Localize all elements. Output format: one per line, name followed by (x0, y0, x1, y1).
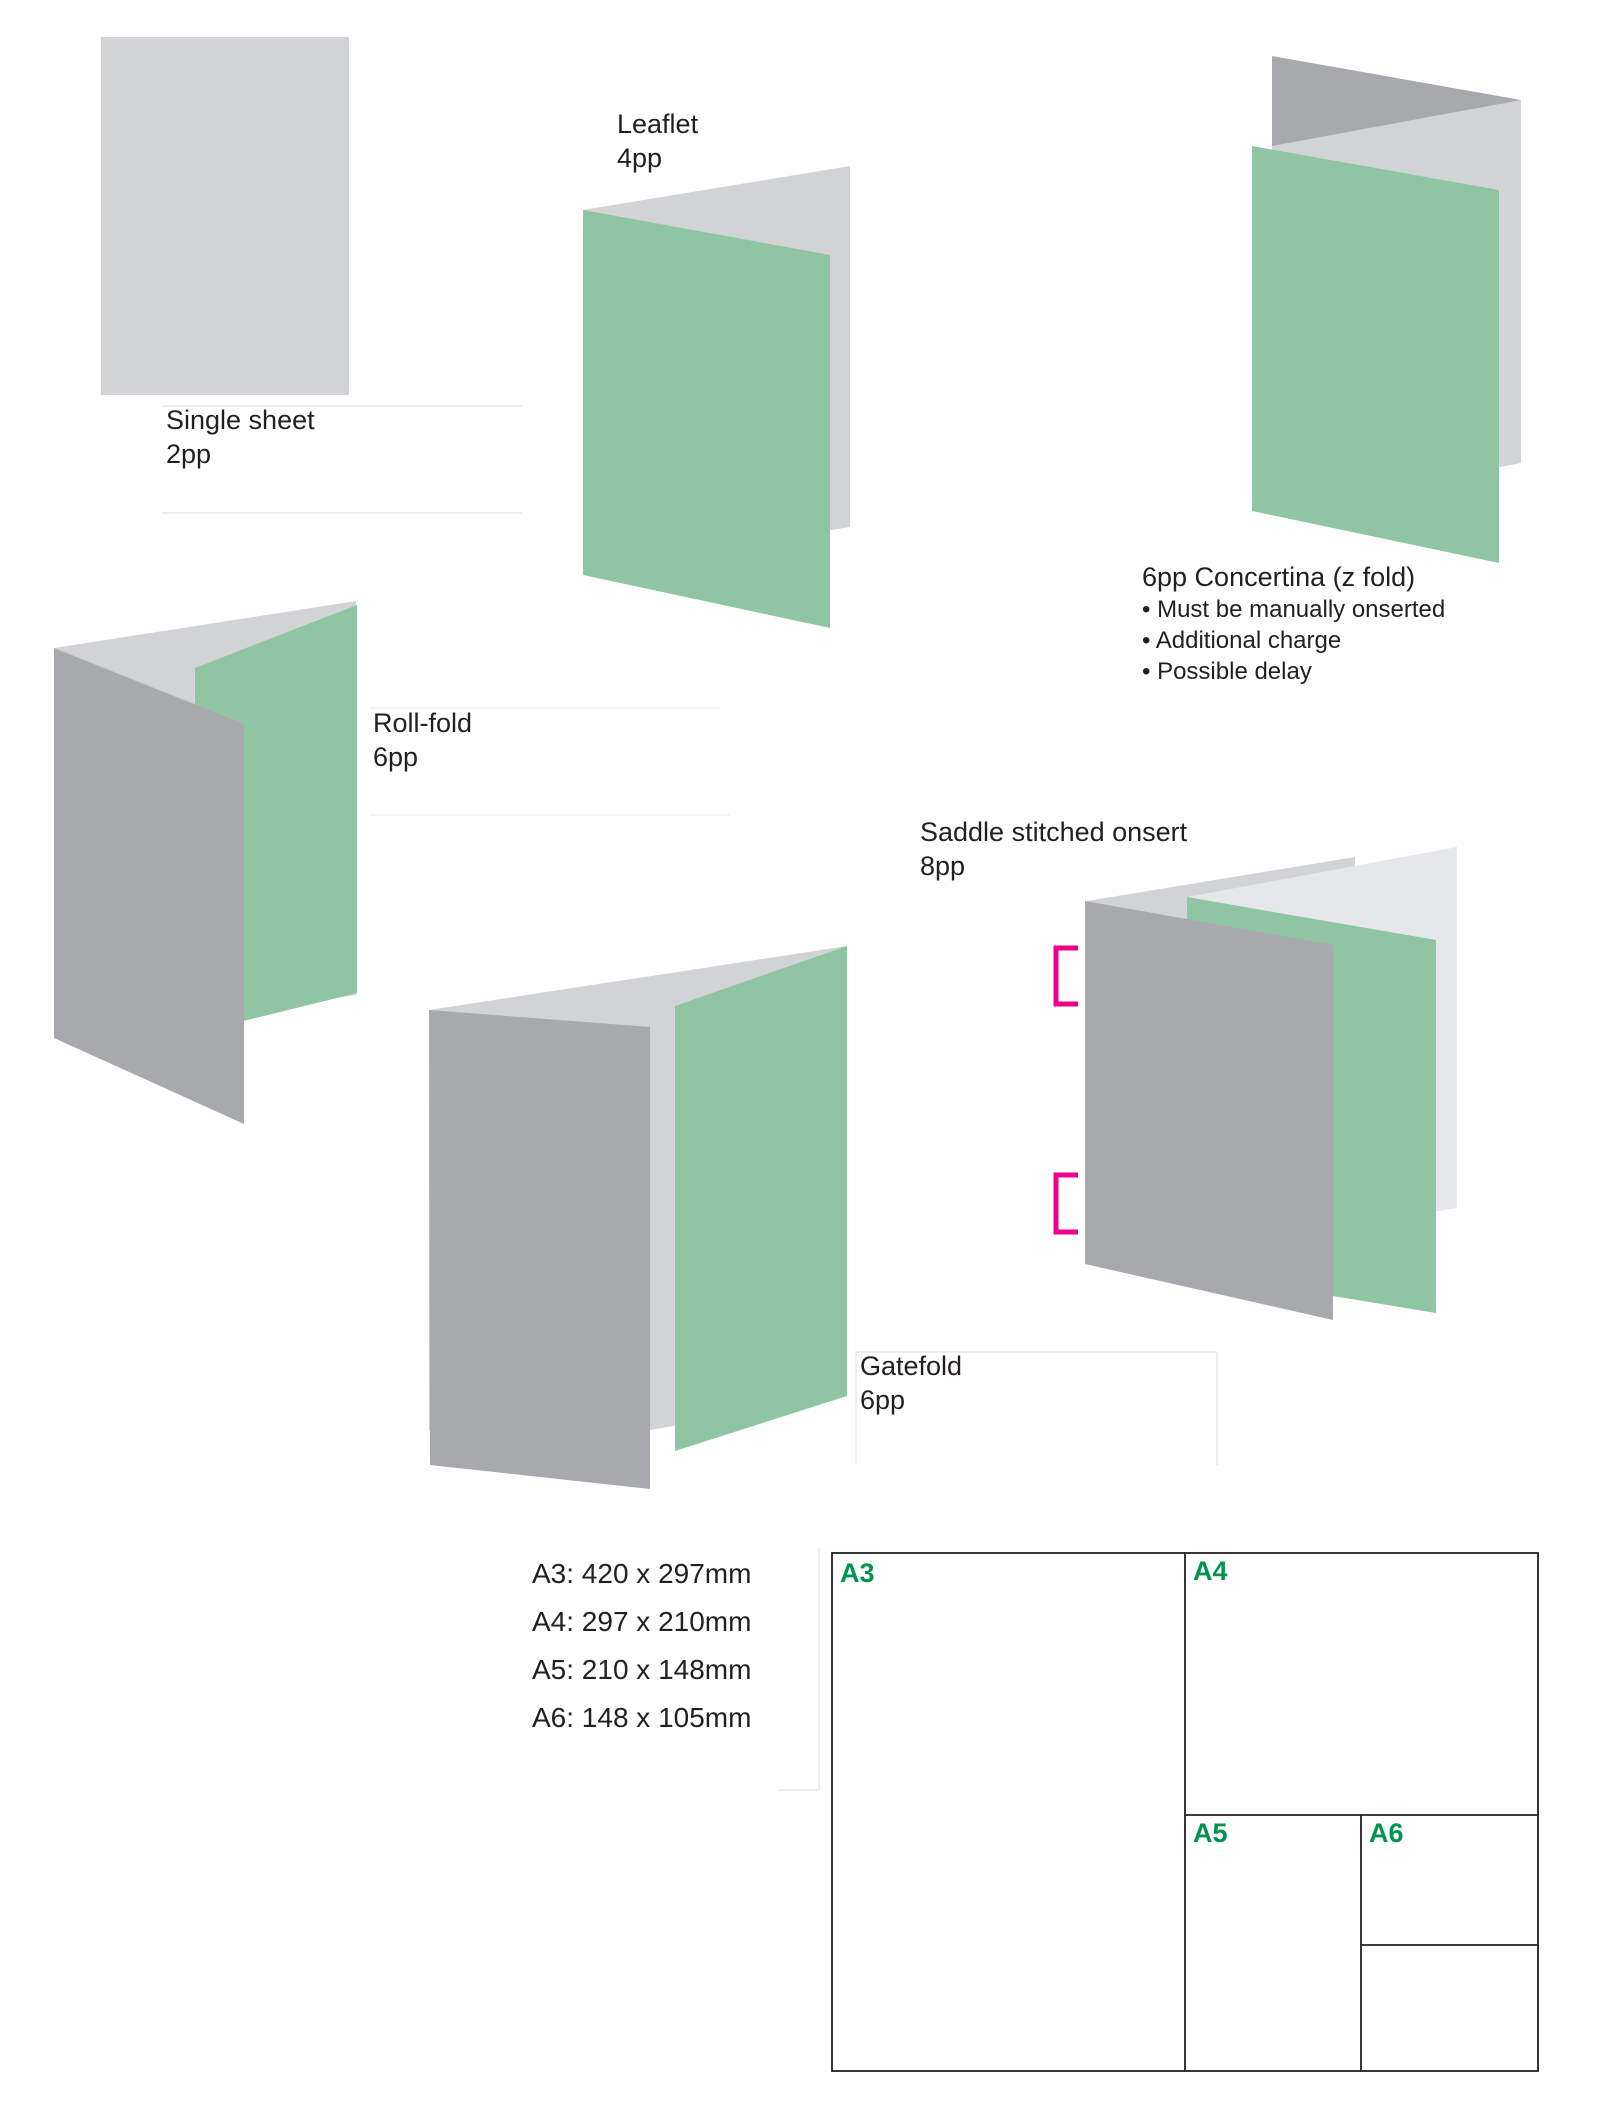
gatefold-label: Gatefold 6pp (860, 1349, 962, 1417)
format-name: Gatefold (860, 1351, 963, 1381)
roll-fold-label: Roll-fold 6pp (373, 706, 472, 774)
single-sheet-label: Single sheet 2pp (166, 403, 315, 471)
concertina-note: • Must be manually onserted (1142, 596, 1446, 623)
format-pages: 6pp (373, 742, 419, 772)
saddle-stitched-label: Saddle stitched onsert 8pp (920, 815, 1187, 883)
paper-label-a6: A6 (1369, 1818, 1404, 1848)
gatefold-illustration (429, 946, 847, 1489)
leaflet-illustration (583, 166, 850, 628)
staple-bottom (1053, 1172, 1078, 1235)
format-pages: 6pp (860, 1385, 906, 1415)
format-pages: 4pp (617, 143, 663, 173)
leaflet-label: Leaflet 4pp (617, 107, 698, 175)
format-name: 6pp Concertina (z fold) (1142, 562, 1416, 592)
paper-size-item: A5: 210 x 148mm (532, 1654, 752, 1685)
paper-size-item: A3: 420 x 297mm (532, 1558, 752, 1589)
concertina-label: 6pp Concertina (z fold) • Must be manual… (1142, 560, 1445, 687)
format-name: Single sheet (166, 405, 315, 435)
single-sheet-illustration (101, 37, 349, 395)
concertina-note: • Additional charge (1142, 627, 1342, 654)
staple-top (1053, 945, 1078, 1007)
format-pages: 8pp (920, 851, 966, 881)
concertina-note: • Possible delay (1142, 658, 1312, 685)
format-pages: 2pp (166, 439, 212, 469)
paper-size-item: A4: 297 x 210mm (532, 1606, 752, 1637)
paper-label-a5: A5 (1193, 1818, 1228, 1848)
saddle-stitched-illustration (1053, 847, 1457, 1320)
paper-label-a3: A3 (840, 1558, 875, 1588)
concertina-illustration (1252, 56, 1521, 563)
paper-size-diagram (831, 1552, 1539, 2072)
roll-fold-illustration (54, 601, 357, 1124)
paper-size-list: A3: 420 x 297mm A4: 297 x 210mm A5: 210 … (532, 1550, 751, 1742)
format-name: Leaflet (617, 109, 699, 139)
format-name: Saddle stitched onsert (920, 817, 1188, 847)
format-name: Roll-fold (373, 708, 473, 738)
paper-label-a4: A4 (1193, 1556, 1228, 1586)
paper-size-item: A6: 148 x 105mm (532, 1702, 752, 1733)
